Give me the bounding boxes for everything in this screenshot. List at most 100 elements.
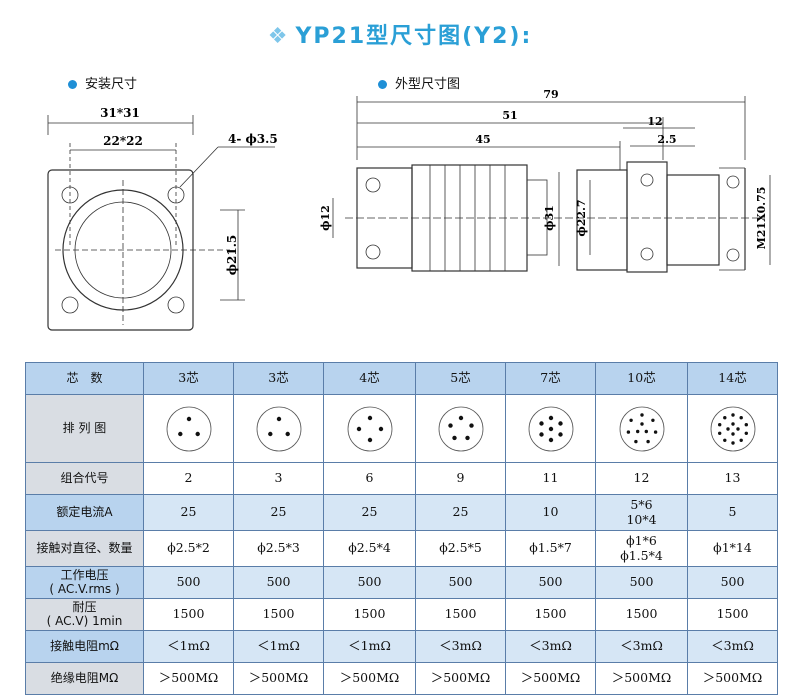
bullet-icon [378, 80, 387, 89]
pin-dot [548, 426, 553, 431]
table-cell: ＞500MΩ [595, 662, 688, 695]
pin-outline [256, 406, 301, 451]
header-row: 芯 数 3芯 3芯 4芯 5芯 7芯 10芯 14芯 [25, 362, 778, 395]
table-cell: 500 [143, 566, 234, 599]
table-cell: 9 [415, 462, 506, 495]
dim-phi31: ϕ31 [543, 205, 556, 231]
outline-section-label: 外型尺寸图 [378, 73, 460, 92]
pin-dot [730, 412, 735, 417]
table-cell: 1500 [323, 598, 416, 631]
table-cell: 1500 [505, 598, 596, 631]
pin-layout-cell [415, 394, 506, 463]
pin-dot [267, 431, 272, 436]
table-cell: ＜1mΩ [233, 630, 324, 663]
pin-dot [548, 437, 553, 442]
dim-total: 79 [543, 90, 558, 101]
pin-dot [645, 439, 650, 443]
pin-dot [650, 418, 655, 422]
row-label: 额定电流A [25, 494, 144, 531]
pin-dot [639, 421, 644, 426]
dim-phi22-7: ϕ22.7 [575, 199, 588, 236]
bullet-icon [68, 80, 77, 89]
row-label: 工作电压 ( AC.V.rms ) [25, 566, 144, 599]
header-cell: 10芯 [595, 362, 688, 395]
table-cell: ＜3mΩ [505, 630, 596, 663]
row-label: 接触电阻mΩ [25, 630, 144, 663]
pin-dot [717, 431, 721, 435]
pin-layout-7-icon [528, 406, 573, 451]
dim-inner: 22*22 [103, 134, 143, 148]
header-cell: 5芯 [415, 362, 506, 395]
dim-phi12: ϕ12 [319, 205, 332, 231]
pin-dot [557, 431, 563, 437]
pin-dot [285, 431, 290, 436]
dim-12: 12 [647, 115, 662, 128]
table-cell: 500 [505, 566, 596, 599]
table-cell: ＜3mΩ [595, 630, 688, 663]
table-cell: ϕ2.5*3 [233, 530, 324, 567]
install-drawing: 31*31 22*22 4- ϕ3.5 ϕ21.5 [47, 106, 278, 331]
table-cell: 1500 [687, 598, 778, 631]
table-cell: ϕ2.5*4 [323, 530, 416, 567]
header-cell: 7芯 [505, 362, 596, 395]
pin-layout-3-icon [166, 406, 211, 451]
table-cell: 25 [143, 494, 234, 531]
header-cell: 4芯 [323, 362, 416, 395]
table-cell: ＞500MΩ [687, 662, 778, 695]
header-cell: 14芯 [687, 362, 778, 395]
dim-45: 45 [475, 133, 490, 146]
table-cell: ϕ2.5*5 [415, 530, 506, 567]
table-row: 接触电阻mΩ＜1mΩ＜1mΩ＜1mΩ＜3mΩ＜3mΩ＜3mΩ＜3mΩ [25, 630, 778, 663]
dim-2-5: 2.5 [657, 133, 676, 146]
pin-dot [548, 415, 553, 420]
pin-layout-3-icon [256, 406, 301, 451]
pin-layout-cell [323, 394, 416, 463]
table-cell: 500 [595, 566, 688, 599]
pin-dot [635, 429, 639, 433]
table-cell: ＞500MΩ [323, 662, 416, 695]
table-cell: ＞500MΩ [505, 662, 596, 695]
pin-layout-cell [595, 394, 688, 463]
pin-dot [538, 420, 544, 426]
table-cell: 1500 [233, 598, 324, 631]
table-cell: ＜3mΩ [687, 630, 778, 663]
dim-outer: 31*31 [100, 106, 140, 120]
pin-dot [730, 421, 735, 426]
row-label: 绝缘电阻MΩ [25, 662, 144, 695]
pin-layout-cell [233, 394, 324, 463]
pin-layout-cell [143, 394, 234, 463]
outline-drawing: 79 51 45 12 2.5 ϕ12 ϕ31 ϕ22.7 M21X0.75 [319, 90, 771, 273]
pin-dot [717, 422, 721, 426]
pin-dot [464, 435, 470, 440]
row-label: 排 列 图 [25, 394, 144, 463]
pin-dot [722, 415, 726, 419]
pin-dot [735, 426, 740, 431]
table-cell: 25 [323, 494, 416, 531]
install-section-label: 安装尺寸 [68, 73, 137, 92]
table-cell: ϕ1*6 ϕ1.5*4 [595, 530, 688, 567]
table-cell: ϕ1*14 [687, 530, 778, 567]
pin-dot [633, 439, 638, 443]
table-cell: 25 [415, 494, 506, 531]
table-cell: ＞500MΩ [233, 662, 324, 695]
table-cell: 500 [415, 566, 506, 599]
table-cell: 2 [143, 462, 234, 495]
table-cell: ＞500MΩ [415, 662, 506, 695]
table-cell: 12 [595, 462, 688, 495]
pin-dot [725, 426, 730, 431]
pin-layout-10-icon [619, 406, 664, 451]
pin-outline [166, 406, 211, 451]
table-cell: 5 [687, 494, 778, 531]
pin-outline [347, 406, 392, 451]
row-label: 耐压 ( AC.V) 1min [25, 598, 144, 631]
table-row: 绝缘电阻MΩ＞500MΩ＞500MΩ＞500MΩ＞500MΩ＞500MΩ＞500… [25, 662, 778, 695]
table-cell: ＜3mΩ [415, 630, 506, 663]
pin-dot [739, 415, 743, 419]
pin-dot [177, 431, 182, 436]
header-cell: 3芯 [233, 362, 324, 395]
